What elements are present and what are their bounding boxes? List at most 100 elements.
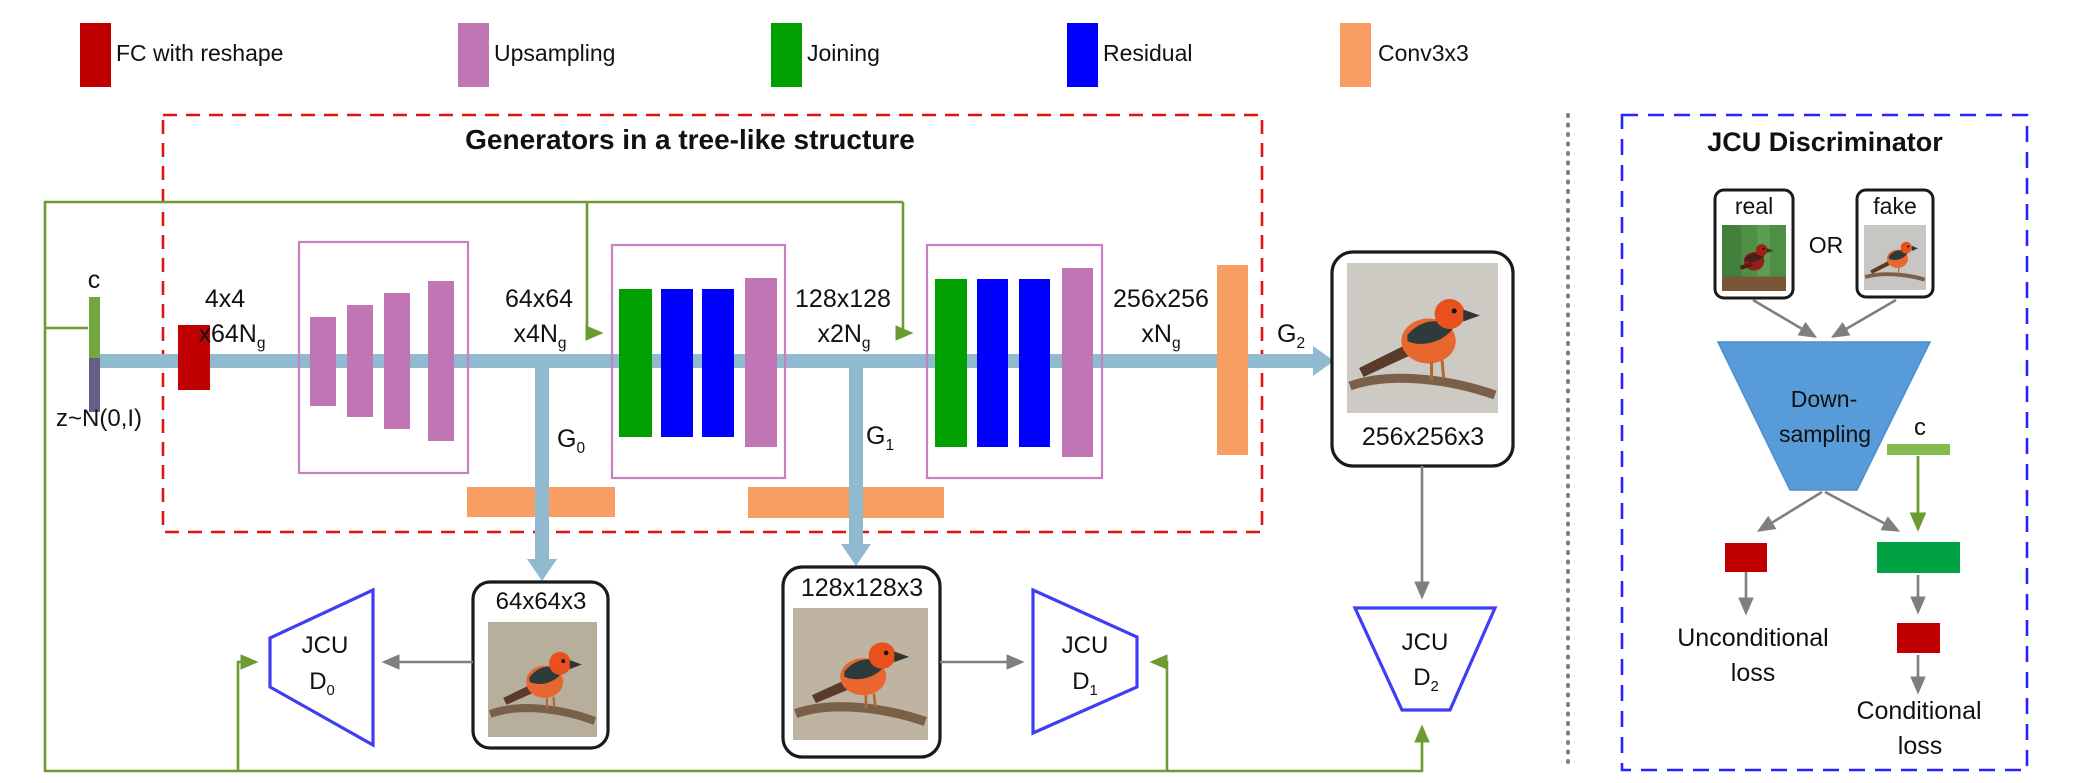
unconditional-loss-line2: loss — [1730, 659, 1776, 687]
fake-label: fake — [1873, 193, 1917, 219]
stage-label-256-size: 256x256 — [1113, 285, 1209, 313]
stage-mult-sub: g — [1171, 335, 1181, 352]
upsampling-group-bars — [310, 281, 454, 441]
residual-block — [1019, 279, 1050, 447]
stage-mult-sub: g — [861, 335, 871, 352]
fc-reshape-block — [178, 325, 210, 390]
generators-title: Generators in a tree-like structure — [465, 124, 915, 155]
d-tag-base: D — [1413, 664, 1431, 691]
legend-label-residual: Residual — [1103, 40, 1193, 66]
residual-block — [661, 289, 693, 437]
jcu-discriminators — [268, 587, 1498, 748]
g1-branch-arrowhead — [841, 544, 871, 566]
condition-wire-d1-arrow — [1149, 654, 1169, 771]
generated-image-64 — [488, 622, 597, 737]
condition-wire-main-loop — [43, 200, 1430, 773]
real-image — [1722, 225, 1786, 291]
stage2-group-box — [610, 243, 787, 480]
condition-wire-join2-arrow — [895, 202, 914, 341]
panel-c-label: c — [1914, 414, 1926, 441]
jcu-d0-trapezoid — [268, 587, 375, 748]
conv3x3-block-g1 — [748, 487, 944, 518]
d-tag-sub: 0 — [326, 682, 335, 699]
g-tag-base: G — [557, 425, 577, 453]
g-tag-base: G — [866, 422, 886, 450]
d-tag-sub: 1 — [1089, 682, 1098, 699]
d-tag-base: D — [1072, 668, 1090, 695]
legend-swatch-joining — [771, 23, 802, 87]
stage-mult-sub: g — [557, 335, 567, 352]
legend-swatch-residual — [1067, 23, 1098, 87]
panel-c-vector-bar — [1887, 444, 1950, 455]
upsampling-bar — [310, 317, 336, 406]
output-label-128: 128x128x3 — [800, 574, 924, 602]
legend-label-fc-with-reshape: FC with reshape — [116, 40, 284, 66]
jcu-d1-label-line1: JCU — [1061, 632, 1109, 659]
conditional-fc-block — [1897, 623, 1940, 653]
joining-block — [935, 279, 967, 447]
group-outline-boxes — [297, 240, 1104, 480]
stage-label-128-size: 128x128 — [795, 285, 891, 313]
upsampling-bar — [1062, 268, 1093, 457]
conditional-loss-line1: Conditional — [1856, 697, 1982, 725]
jcu-d0-label-line1: JCU — [301, 632, 349, 659]
upsampling-bar — [428, 281, 454, 441]
generated-image-128 — [793, 608, 928, 740]
stage3-group-bars — [935, 268, 1093, 457]
legend-label-conv3x3: Conv3x3 — [1378, 40, 1469, 66]
conditional-join-block — [1877, 542, 1960, 573]
gray-arrows — [381, 466, 1430, 670]
stage2-group-bars — [619, 278, 777, 447]
stage3-group-box — [925, 243, 1104, 480]
stage-label-256-mult: xNg — [1141, 320, 1181, 352]
unconditional-loss-line1: Unconditional — [1677, 624, 1829, 652]
g0-branch-arrowhead — [527, 559, 557, 581]
jcu-d1-trapezoid — [1031, 587, 1139, 736]
downsampling-label-line1: Down- — [1790, 386, 1858, 412]
jcu-discriminator-dashed-box — [1620, 113, 2029, 772]
upsampling-group-box — [297, 240, 470, 475]
downsampling-trapezoid — [1716, 341, 1932, 491]
g-tag-sub: 1 — [885, 437, 895, 454]
g-tag-sub: 0 — [576, 440, 586, 457]
stage-label-128-mult: x2Ng — [817, 320, 871, 352]
stage-label-64-mult: x4Ng — [513, 320, 567, 352]
joining-block — [619, 289, 652, 437]
legend-label-upsampling: Upsampling — [494, 40, 616, 66]
c-vector-bar — [89, 297, 100, 358]
upsampling-bar — [745, 278, 777, 447]
stage-mult-sub: g — [256, 335, 266, 352]
stage-mult-base: x2N — [817, 320, 862, 348]
z-input-label: z~N(0,I) — [56, 405, 143, 432]
g2-tag: G2 — [1277, 320, 1306, 352]
g0-branch-line — [535, 361, 549, 560]
stage-mult-base: x4N — [513, 320, 558, 348]
g-tag-base: G — [1277, 320, 1297, 348]
jcu-d2-trapezoid — [1352, 606, 1498, 712]
upsampling-bar — [384, 293, 410, 429]
stage-label-64-size: 64x64 — [504, 285, 574, 313]
d-tag-base: D — [309, 668, 327, 695]
g-tag-sub: 2 — [1296, 335, 1306, 352]
residual-block — [702, 289, 734, 437]
or-label: OR — [1808, 232, 1844, 258]
residual-block — [977, 279, 1008, 447]
condition-wires — [43, 200, 1430, 773]
g1-branch-line — [849, 361, 863, 545]
condition-wire-d0-arrow — [236, 654, 259, 771]
fake-image — [1864, 225, 1926, 290]
z-vector-bar — [89, 358, 100, 412]
jcu-d0-label-line2: D0 — [309, 668, 335, 699]
legend-swatch-conv3x3 — [1340, 23, 1371, 87]
real-label: real — [1734, 193, 1774, 219]
condition-wire-join1-arrow — [585, 202, 604, 341]
jcu-d1-label-line2: D1 — [1072, 668, 1098, 699]
jcu-panel-title: JCU Discriminator — [1707, 127, 1943, 157]
g1-tag: G1 — [866, 422, 895, 454]
conditional-loss-line2: loss — [1897, 732, 1943, 760]
legend-swatch-fc-with-reshape — [80, 23, 111, 87]
legend-swatch-upsampling — [458, 23, 489, 87]
jcu-d2-label-line2: D2 — [1413, 664, 1439, 695]
